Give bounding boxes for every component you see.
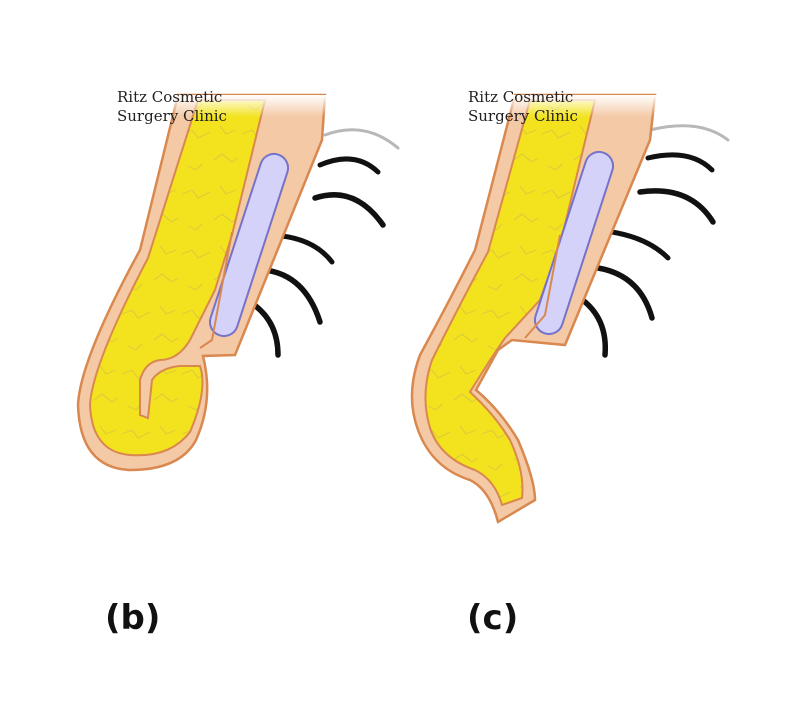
eyelid-diagram-b [76,93,400,472]
eyelash [312,192,386,228]
fat-pad-b [88,99,267,457]
watermark-line2: Surgery Clinic [117,107,227,125]
eyelash [279,233,335,265]
watermark-line1: Ritz Cosmetic [468,88,574,106]
eyelash [577,295,609,358]
panel-label: (c) [467,598,519,638]
panel-label: (b) [105,598,161,638]
eyelash [645,152,715,173]
eyelid-diagram-c [410,93,730,524]
panel-b: Ritz Cosmetic Surgery Clinic (b) [105,88,227,638]
eyelash [609,229,671,261]
tarsal-plate-c [533,150,615,336]
eyelash [317,156,381,175]
tissue-fold-c [524,234,561,339]
eyelash [637,188,716,225]
watermark-line1: Ritz Cosmetic [117,88,223,106]
tarsal-plate-b [208,152,290,338]
panel-c: Ritz Cosmetic Surgery Clinic (c) [400,0,800,718]
fat-pad-c [424,99,597,507]
tissue-fold-b [199,231,233,349]
watermark: Ritz Cosmetic Surgery Clinic [117,88,227,126]
eyelash [595,265,655,321]
eyelash [262,267,323,325]
watermark-line2: Surgery Clinic [468,107,578,125]
watermark: Ritz Cosmetic Surgery Clinic [468,88,578,126]
